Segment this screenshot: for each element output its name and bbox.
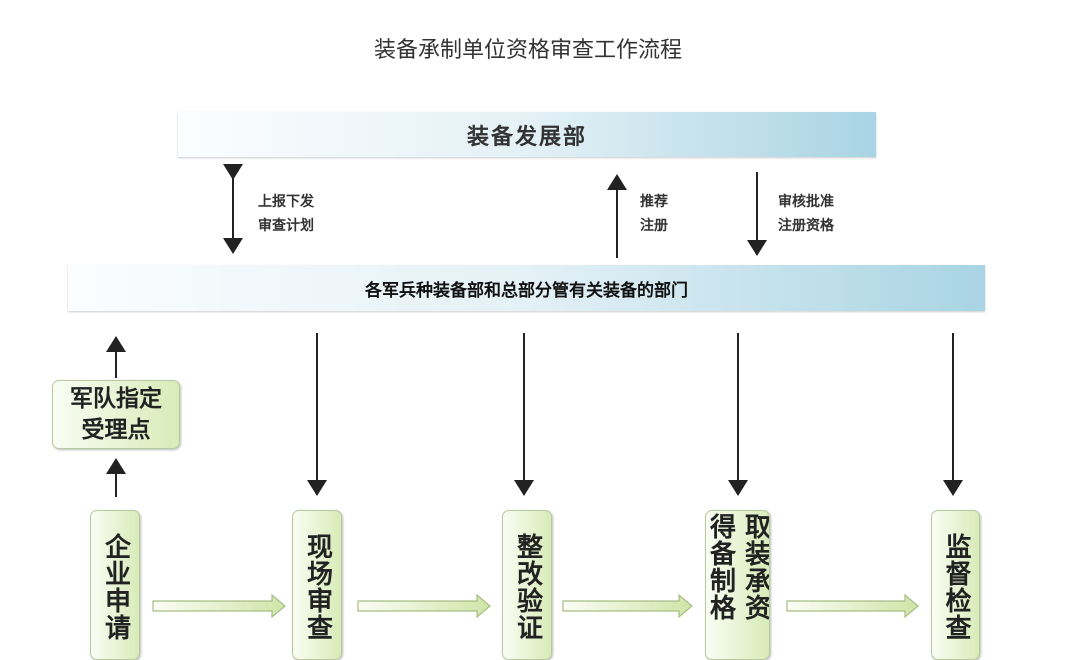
flow-arrow — [562, 593, 693, 619]
diagram-title: 装备承制单位资格审查工作流程 — [373, 38, 682, 63]
flow-arrow — [152, 593, 286, 619]
middle-dept-bar: 各军兵种装备部和总部分管有关装备的部门 — [68, 265, 985, 311]
top-dept-bar: 装备发展部 — [178, 112, 876, 157]
step-rectification: 整改验证 — [502, 510, 552, 660]
connector-arrows — [106, 164, 963, 619]
step-enterprise-application: 企业申请 — [90, 510, 140, 660]
step-obtain-qualification: 得备制格取装承资 — [705, 510, 770, 660]
flow-arrow — [786, 593, 919, 619]
link-label: 审核批准注册资格 — [778, 194, 834, 234]
acceptance-point-box: 军队指定受理点 — [52, 380, 180, 449]
step-onsite-review: 现场审查 — [292, 510, 342, 660]
flow-arrow — [357, 593, 491, 619]
link-label: 推荐注册 — [640, 194, 668, 234]
link-label: 上报下发审查计划 — [258, 194, 314, 234]
step-supervision: 监督检查 — [931, 510, 980, 660]
